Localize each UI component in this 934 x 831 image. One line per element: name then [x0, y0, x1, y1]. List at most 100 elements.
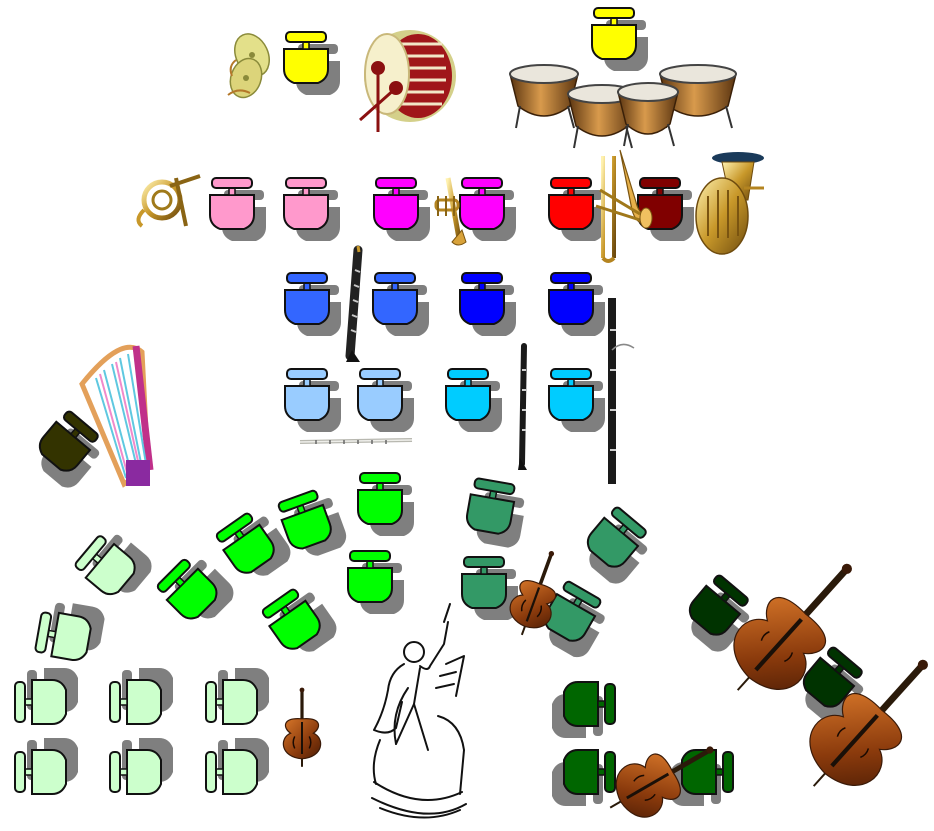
violin1-chair [206, 668, 269, 724]
trumpet-chair [460, 178, 516, 241]
timpani-drum [618, 83, 678, 146]
chair-post [598, 769, 605, 775]
chair-back [287, 369, 327, 379]
chair-back [640, 178, 680, 188]
violin1-chair [206, 738, 269, 794]
chair-back [212, 178, 252, 188]
chair-seat [460, 195, 504, 229]
violin1-chair [110, 668, 173, 724]
chair-back [462, 178, 502, 188]
percussion-chair [284, 32, 340, 95]
chair-back [286, 178, 326, 188]
chair-post [304, 283, 310, 290]
chair-seat [358, 490, 402, 524]
chair-back [206, 752, 216, 792]
chair-back [594, 8, 634, 18]
chair-post [367, 561, 373, 568]
chair-back [110, 752, 120, 792]
chair-back [464, 557, 504, 567]
chair-seat [348, 568, 392, 602]
chair-back [360, 369, 400, 379]
timpani-icon [510, 65, 736, 148]
chair-post [377, 379, 383, 386]
chair-seat [358, 386, 402, 420]
chair-back [376, 178, 416, 188]
chair-seat [549, 290, 593, 324]
chair-post [657, 188, 663, 195]
chair-back [360, 473, 400, 483]
horn-chair [284, 178, 340, 241]
violin2-chair [155, 548, 239, 632]
horn-chair [210, 178, 266, 241]
clarinet-icon [346, 246, 360, 362]
chair-back [723, 752, 733, 792]
violin-icon [283, 688, 320, 767]
chair-back [15, 752, 25, 792]
clarinet-chair [285, 273, 341, 336]
violin1-chair [15, 738, 78, 794]
clarinet-chair [373, 273, 429, 336]
chair-seat [374, 195, 418, 229]
chair-post [377, 483, 383, 490]
chair-post [568, 379, 574, 386]
chair-back [375, 273, 415, 283]
chair-back [287, 273, 327, 283]
chair-post [479, 283, 485, 290]
chair-post [303, 42, 309, 49]
oboe-icon [518, 346, 527, 470]
chair-post [229, 188, 235, 195]
chair-post [392, 283, 398, 290]
chair-post [465, 379, 471, 386]
flute-icon [300, 440, 412, 444]
chair-back [350, 551, 390, 561]
conductor-icon [372, 604, 466, 818]
chair-seat [460, 290, 504, 324]
chair-back [35, 612, 52, 653]
chair-back [605, 684, 615, 724]
chair-back [462, 273, 502, 283]
chair-seat [549, 195, 593, 229]
chair-post [304, 379, 310, 386]
harp-icon [82, 346, 150, 486]
chair-back [15, 682, 25, 722]
chair-seat [223, 680, 257, 724]
chair-seat [446, 386, 490, 420]
viola-chair [575, 505, 658, 589]
chair-post [25, 699, 32, 705]
chair-seat [462, 574, 506, 608]
chair-seat [373, 290, 417, 324]
timpani-drum [510, 65, 578, 128]
chair-seat [223, 750, 257, 794]
chair-post [216, 699, 223, 705]
viola-chair [463, 478, 529, 550]
tuba-icon [696, 152, 764, 254]
cymbals-icon [225, 28, 276, 102]
violin2-chair [214, 504, 296, 588]
chair-post [598, 701, 605, 707]
cello-chair [670, 750, 733, 806]
chair-post [479, 188, 485, 195]
bassoon-chair [460, 273, 516, 336]
violin1-chair [73, 524, 157, 607]
chair-back [551, 369, 591, 379]
chair-seat [592, 25, 636, 59]
oboe-chair [549, 369, 605, 432]
chair-seat [210, 195, 254, 229]
chair-back [551, 273, 591, 283]
chair-seat [564, 750, 598, 794]
violin1-chair [35, 598, 107, 664]
french-horn-icon [138, 176, 200, 226]
violin2-chair [348, 551, 404, 614]
chair-back [474, 478, 515, 495]
chair-back [206, 682, 216, 722]
cello-chair [552, 682, 615, 738]
bassoon-chair [549, 273, 605, 336]
viola-chair [462, 557, 518, 620]
chair-seat [32, 680, 66, 724]
chair-seat [465, 494, 514, 535]
bassoon-icon [610, 298, 634, 484]
chair-seat [127, 680, 161, 724]
chair-post [716, 769, 723, 775]
chair-back [110, 682, 120, 722]
